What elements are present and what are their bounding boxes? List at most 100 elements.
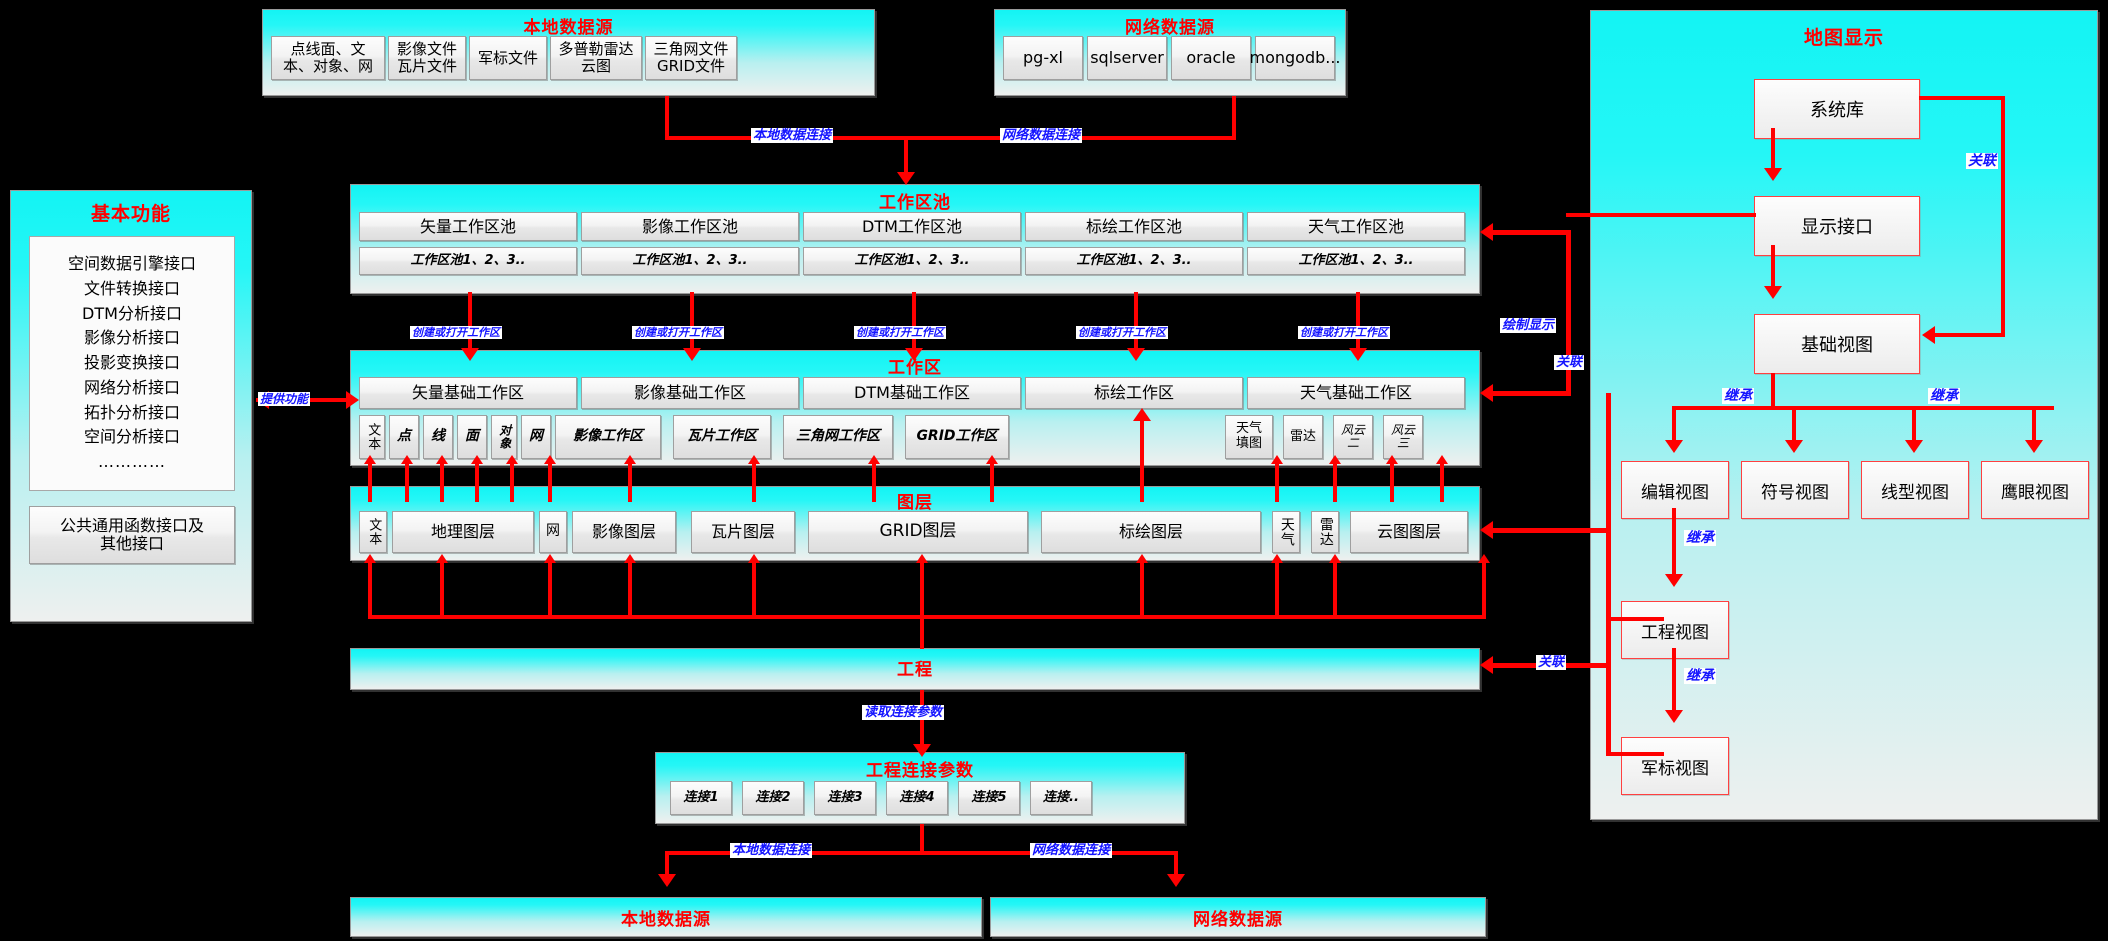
layer-item-radar[interactable]: 雷达 [1311,511,1339,553]
local-source-item[interactable]: 影像文件瓦片文件 [388,36,466,80]
network-source-item[interactable]: sqlserver [1087,36,1167,80]
workspace-pool-sub[interactable]: 工作区池1、2、3.. [1247,247,1465,275]
interface-item: 空间分析接口 [83,427,180,447]
base-view-box[interactable]: 基础视图 [1754,314,1920,374]
arrowhead-layer-ws-m [1329,455,1341,464]
network-source-item[interactable]: mongodb... [1249,36,1341,80]
project-param-item[interactable]: 连接5 [958,781,1020,815]
connector-layer-ws-e [510,462,514,502]
military-view-box[interactable]: 军标视图 [1621,737,1729,795]
workspace-pool-sub[interactable]: 工作区池1、2、3.. [581,247,799,275]
layer-item-weather[interactable]: 天气 [1272,511,1300,553]
bottom-local-data-source: 本地数据源 [350,897,982,937]
network-source-item[interactable]: oracle [1171,36,1251,80]
project-param-item[interactable]: 连接4 [886,781,948,815]
workspace-subitem-object[interactable]: 对象 [491,415,517,459]
workspace-subitem-radar[interactable]: 雷达 [1283,415,1323,459]
arrowhead-layer-ws-i [868,455,880,464]
arrowhead-layer-ws-n [1386,455,1398,464]
arrowhead-proj-e [748,554,760,563]
conn-project-to-military [1672,648,1676,714]
workspace-column[interactable]: 天气基础工作区 [1247,377,1465,409]
arrowhead-proj-i [1329,554,1341,563]
arrowhead-proj-f [916,554,928,563]
arrowhead-pool-ws-3 [905,348,923,361]
network-source-item[interactable]: pg-xl [1003,36,1083,80]
workspace-subitem-tin-ws[interactable]: 三角网工作区 [783,415,893,459]
workspace-column[interactable]: DTM基础工作区 [803,377,1021,409]
linetype-view-box[interactable]: 线型视图 [1861,461,1969,519]
layer-item-tile[interactable]: 瓦片图层 [691,511,795,553]
arrowhead-to-pool [897,172,915,185]
symbol-view-box[interactable]: 符号视图 [1741,461,1849,519]
label-create-or-open-4: 创建或打开工作区 [1076,326,1168,339]
conn-view-riser-2 [1792,406,1796,444]
layer-item-cloud[interactable]: 云图图层 [1350,511,1468,553]
label-inherit-military: 继承 [1684,668,1716,684]
project-param-item[interactable]: 连接2 [742,781,804,815]
display-interface-box[interactable]: 显示接口 [1754,196,1920,256]
arrowhead-bottom-network [1167,874,1185,887]
network-source-items: pg-xl sqlserver oracle mongodb... [1003,36,1341,80]
workspace-subitem-text[interactable]: 文本 [359,415,385,459]
workspace-subitem-weather-fill[interactable]: 天气填图 [1225,415,1273,459]
map-display-panel: 地图显示 系统库 显示接口 基础视图 编辑视图 符号视图 线型视图 鹰眼视图 工… [1590,10,2098,820]
edit-view-box[interactable]: 编辑视图 [1621,461,1729,519]
workspace-column[interactable]: 影像基础工作区 [581,377,799,409]
workspace-pool-title: 工作区池 [879,193,951,213]
arrowhead-project-params [913,744,931,757]
workspace-column[interactable]: 矢量基础工作区 [359,377,577,409]
conn-baseview-bus [1672,406,2054,410]
workspace-subitem-image-ws[interactable]: 影像工作区 [555,415,661,459]
workspace-pool-column[interactable]: 标绘工作区池 [1025,212,1243,241]
arrowhead-layer-ws-c [436,455,448,464]
layer-item-net[interactable]: 网 [539,511,567,553]
basic-functions-footer[interactable]: 公共通用函数接口及其他接口 [29,506,235,564]
workspace-subitem-grid-ws[interactable]: GRID工作区 [905,415,1009,459]
local-source-item[interactable]: 多普勒雷达云图 [550,36,642,80]
connector-layer-ws-g [628,462,632,502]
connector-pool-ws-4 [1134,292,1138,352]
project-param-item[interactable]: 连接3 [814,781,876,815]
bus-project-riser-d [628,562,632,619]
layer-item-geo[interactable]: 地理图层 [392,511,534,553]
project-param-item[interactable]: 连接.. [1030,781,1092,815]
workspace-pool-column[interactable]: 影像工作区池 [581,212,799,241]
workspace-pool-sub[interactable]: 工作区池1、2、3.. [1025,247,1243,275]
conn-baseview-down [1771,373,1775,409]
layer-item-grid[interactable]: GRID图层 [808,511,1028,553]
workspace-subitem-polygon[interactable]: 面 [457,415,487,459]
workspace-pool-sub[interactable]: 工作区池1、2、3.. [803,247,1021,275]
connector-layer-ws-m [1333,462,1337,502]
label-inherit-right: 继承 [1928,388,1960,404]
project-param-item[interactable]: 连接1 [670,781,732,815]
workspace-pool-sub[interactable]: 工作区池1、2、3.. [359,247,577,275]
workspace-pool-column[interactable]: 天气工作区池 [1247,212,1465,241]
workspace-subitem-tile-ws[interactable]: 瓦片工作区 [673,415,771,459]
workspace-subitem-fy3[interactable]: 风云三 [1383,415,1423,459]
workspace-columns: 矢量基础工作区 影像基础工作区 DTM基础工作区 标绘工作区 天气基础工作区 [359,377,1465,409]
project-title: 工程 [897,660,933,680]
layer-item-text[interactable]: 文本 [359,511,387,553]
workspace-pool-panel: 工作区池 矢量工作区池 影像工作区池 DTM工作区池 标绘工作区池 天气工作区池… [350,184,1480,294]
workspace-subitem-fy2[interactable]: 风云二 [1333,415,1373,459]
workspace-subitem-line[interactable]: 线 [423,415,453,459]
local-source-item[interactable]: 点线面、文本、对象、网 [271,36,385,80]
label-network-data-connection-top: 网络数据连接 [1000,128,1083,143]
arrowhead-bottom-local [658,874,676,887]
arrowhead-layer-ws-j [986,455,998,464]
workspace-subitem-point[interactable]: 点 [389,415,419,459]
local-source-item[interactable]: 军标文件 [469,36,547,80]
arrowhead-proj-d [624,554,636,563]
workspace-subitem-net[interactable]: 网 [521,415,551,459]
arrowhead-assoc-project [1480,656,1493,674]
workspace-pool-column[interactable]: DTM工作区池 [803,212,1021,241]
layer-item-image[interactable]: 影像图层 [572,511,676,553]
workspace-pool-column[interactable]: 矢量工作区池 [359,212,577,241]
layer-item-plot[interactable]: 标绘图层 [1041,511,1261,553]
system-db-box[interactable]: 系统库 [1754,79,1920,139]
connector-layer-ws-n [1390,462,1394,502]
workspace-column[interactable]: 标绘工作区 [1025,377,1243,409]
eagle-eye-view-box[interactable]: 鹰眼视图 [1981,461,2089,519]
